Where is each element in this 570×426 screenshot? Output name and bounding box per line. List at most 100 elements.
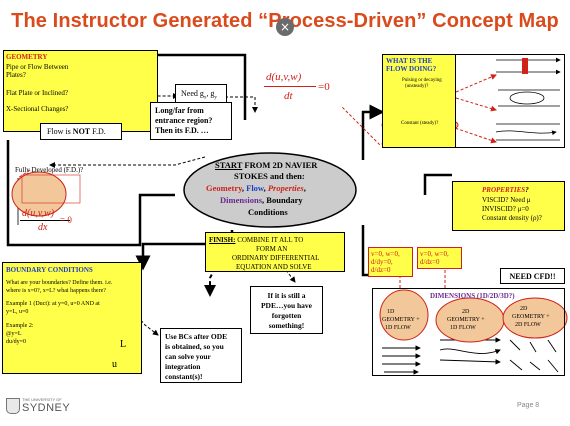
pipe-or-flow-label: Pipe or Flow Between	[6, 63, 69, 71]
use-bcs-line-5: constant(s)!	[165, 372, 203, 381]
boundary-L: L	[120, 339, 127, 350]
start-line-2: STOKES and then:	[234, 171, 305, 181]
use-bcs-line-4: integration	[165, 362, 201, 371]
university-logo-icon	[6, 398, 20, 414]
boundary-ex2b: @y=L	[6, 331, 22, 337]
dim-2d2d-line-2: GEOMETRY +	[512, 314, 550, 320]
finish-line-4: EQUATION AND SOLVE	[236, 263, 312, 271]
dims-right-line-2: d/dz=0	[420, 258, 440, 266]
flow-box-left	[382, 54, 456, 148]
ddx-rhs: = 0	[60, 215, 72, 225]
pulsing-label-2: (unsteady)?	[405, 84, 429, 89]
long-far-line-3: Then its F.D. …	[155, 126, 209, 135]
use-bcs-line-3: can solve your	[165, 352, 211, 361]
pde-box: If it is still a PDE…you have forgotten …	[250, 286, 323, 334]
page-number: Page 8	[517, 402, 540, 409]
logo-bottom-text: SYDNEY	[22, 402, 71, 414]
flow-heading-2: FLOW DOING?	[386, 65, 437, 73]
finish-line-2: FORM AN	[256, 245, 288, 253]
pde-line-3: forgotten	[271, 311, 302, 320]
ddt-denominator: dt	[284, 90, 293, 102]
start-line-5: Conditions	[248, 207, 288, 217]
fully-developed-label: Fully Developed (F.D.)?	[15, 166, 84, 174]
ddt-numerator: d(u,v,w)	[266, 71, 302, 83]
boundary-u: u	[112, 359, 117, 370]
constant-label: Constant (steady)?	[401, 121, 439, 126]
dim-2d-line-3: 1D FLOW	[450, 325, 476, 331]
dims-left-box	[368, 247, 413, 277]
dim-2d2d-line-3: 2D FLOW	[515, 322, 541, 328]
finish-line-3: ORDINARY DIFFERENTIAL	[232, 254, 320, 262]
need-cfd-box: NEED CFD!!	[500, 268, 565, 284]
boundary-heading: BOUNDARY CONDITIONS	[6, 266, 93, 274]
close-icon[interactable]: ×	[276, 18, 294, 36]
need-g-label: Need g	[181, 89, 204, 98]
dims-left-line-1: v=0, w=0,	[371, 250, 400, 258]
ddx-fraction-bar	[20, 220, 70, 221]
start-line-4: Dimensions, Boundary	[220, 195, 303, 205]
geometry-box	[3, 50, 158, 132]
pde-line-4: something!	[268, 321, 305, 330]
long-far-line-2: entrance region?	[155, 116, 213, 125]
dimensions-heading: DIMENSIONS (1D/2D/3D?)	[430, 292, 515, 300]
start-boundary: Boundary	[266, 195, 303, 205]
boundary-box	[2, 262, 142, 374]
dim-1d-line-2: GEOMETRY +	[382, 317, 420, 323]
start-line-1-rest: FROM 2D NAVIER	[242, 160, 318, 170]
need-g-mid: , g	[206, 89, 215, 98]
boundary-q2: where is x=0?, x=L? what happens there?	[6, 288, 106, 294]
boundary-ex1a: Example 1 (Duct): at y=0, u=0 AND at	[6, 301, 100, 307]
long-far-line-1: Long/far from	[155, 106, 204, 115]
ddt-equation	[258, 70, 348, 106]
flow-not-fd-bold: NOT	[72, 127, 91, 136]
properties-viscid: VISCID? Need μ	[482, 196, 531, 204]
properties-inviscid: INVISCID? μ=0	[482, 205, 529, 213]
dims-left-line-3: d/dz=0	[371, 266, 391, 274]
ddx-numerator: d(u,v,w)	[22, 208, 55, 219]
dim-1d-line-3: 1D FLOW	[385, 325, 411, 331]
start-dimensions: Dimensions	[220, 195, 263, 205]
long-far-box: Long/far from entrance region? Then its …	[150, 102, 232, 140]
pulsing-label-1: Pulsing or decaying	[402, 78, 442, 83]
start-line-3: Geometry, Flow, Properties,	[206, 183, 306, 193]
properties-heading: PROPERTIES?	[482, 186, 529, 194]
sectional-changes-label: X-Sectional Changes?	[6, 105, 69, 113]
start-flow: Flow	[246, 183, 264, 193]
need-cfd-label: NEED CFD!!	[509, 272, 556, 281]
flow-not-fd-prefix: Flow is	[47, 127, 73, 136]
use-bcs-line-2: is obtained, so you	[165, 342, 224, 351]
finish-box	[205, 232, 345, 272]
dims-right-box	[417, 247, 462, 269]
flow-not-fd-suffix: F.D.	[90, 127, 106, 136]
dimensions-box	[372, 288, 565, 376]
properties-density: Constant density (ρ)?	[482, 214, 542, 222]
dims-left-line-2: d/dy=0,	[371, 258, 393, 266]
ddx-denominator: dx	[38, 222, 48, 233]
boundary-q1: What are your boundaries? Define them. i…	[6, 280, 113, 286]
ddt-rhs: =0	[318, 81, 330, 93]
pde-line-2: PDE…you have	[260, 301, 313, 310]
start-geometry: Geometry	[206, 183, 242, 193]
start-properties: Properties	[267, 183, 304, 193]
need-g-sub-x: x	[203, 95, 207, 101]
dim-2d-line-2: GEOMETRY +	[447, 317, 485, 323]
pde-line-1: If it is still a	[267, 291, 306, 300]
properties-heading-text: PROPERTIES	[482, 186, 526, 194]
plates-label: Plates?	[6, 71, 26, 79]
start-word: START	[215, 160, 243, 170]
ddt-fraction-bar	[264, 86, 316, 87]
boundary-ex2a: Example 2:	[6, 323, 34, 329]
dim-2d-line-1: 2D	[462, 309, 470, 315]
use-bcs-box: Use BCs after ODE is obtained, so you ca…	[160, 328, 242, 383]
dim-2d2d-line-1: 2D	[520, 306, 528, 312]
start-line-1: START FROM 2D NAVIER	[215, 160, 317, 170]
finish-word: FINISH:	[209, 236, 236, 244]
need-g-sub-y: y	[214, 95, 217, 101]
geometry-heading: GEOMETRY	[6, 53, 48, 61]
finish-line-1: FINISH: COMBINE IT ALL TO	[209, 236, 303, 244]
dims-right-line-1: v=0, w=0,	[420, 250, 449, 258]
boundary-ex2c: du/dy=0	[6, 339, 27, 345]
dim-1d-line-1: 1D	[387, 309, 395, 315]
properties-box	[452, 181, 565, 231]
